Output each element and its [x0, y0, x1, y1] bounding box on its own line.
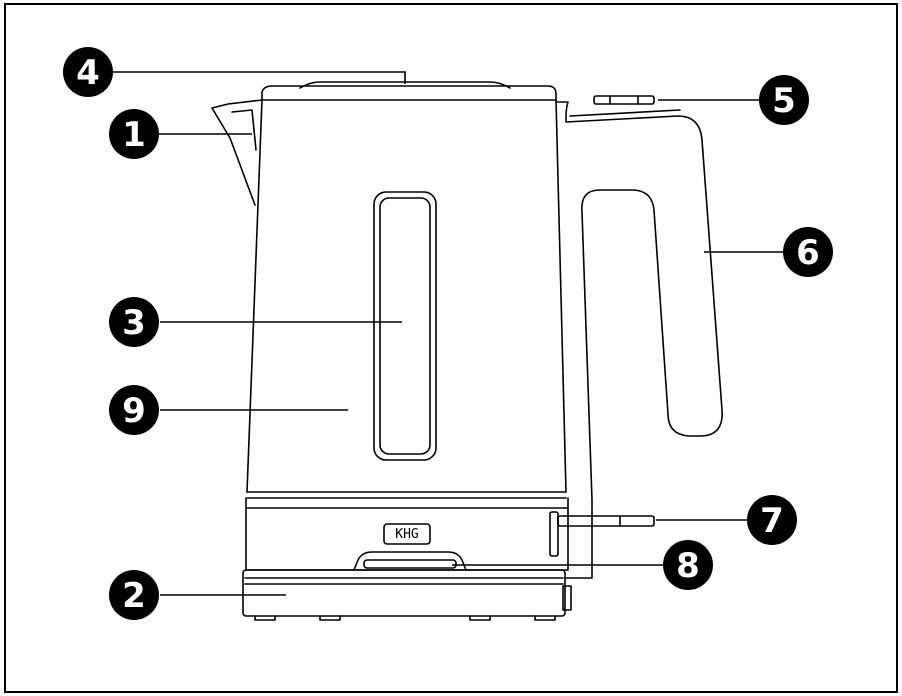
switch-top [593, 95, 655, 105]
callout-5: 5 [759, 75, 809, 125]
lower-band [245, 497, 569, 509]
kettle-drawing [211, 81, 723, 621]
callout-3: 3 [109, 297, 159, 347]
base-foot [254, 615, 276, 621]
leader-lines [110, 71, 784, 596]
svg-text:9: 9 [122, 391, 146, 431]
brand-label: KHG [395, 527, 419, 542]
svg-text:7: 7 [760, 501, 784, 541]
spout-inner [231, 109, 257, 151]
base-foot [469, 615, 491, 621]
kettle-lid [261, 85, 557, 101]
indicator-light [363, 559, 457, 569]
kettle-body-right-wall [555, 99, 567, 493]
callout-8: 8 [663, 540, 713, 590]
base-foot [534, 615, 556, 621]
callout-7: 7 [747, 495, 797, 545]
callout-badges: 4 1 5 6 3 9 7 8 [63, 47, 833, 620]
callout-6: 6 [783, 227, 833, 277]
svg-text:1: 1 [122, 115, 146, 155]
water-window-inner [379, 197, 431, 455]
kettle-body-left-wall [246, 99, 263, 493]
svg-text:5: 5 [772, 81, 796, 121]
svg-text:8: 8 [676, 546, 700, 586]
handle-inner-edge [569, 109, 681, 117]
leader-line-4 [110, 71, 406, 84]
kettle-handle [555, 101, 723, 579]
water-window-outer [373, 191, 437, 461]
callout-1: 1 [109, 109, 159, 159]
svg-text:6: 6 [796, 233, 820, 273]
svg-text:2: 2 [122, 576, 146, 616]
base-side-plug [562, 585, 572, 611]
brand-label-box [383, 523, 431, 545]
diagram-frame [4, 3, 898, 693]
cord-lever [557, 515, 655, 527]
base-foot [319, 615, 341, 621]
indicator-light-outline [353, 551, 467, 571]
cord-clip [549, 511, 559, 557]
kettle-base [242, 569, 566, 617]
callout-2: 2 [109, 570, 159, 620]
svg-text:3: 3 [122, 303, 146, 343]
callout-9: 9 [109, 385, 159, 435]
callout-4: 4 [63, 47, 113, 97]
kettle-spout [211, 99, 263, 206]
svg-text:4: 4 [76, 53, 100, 93]
